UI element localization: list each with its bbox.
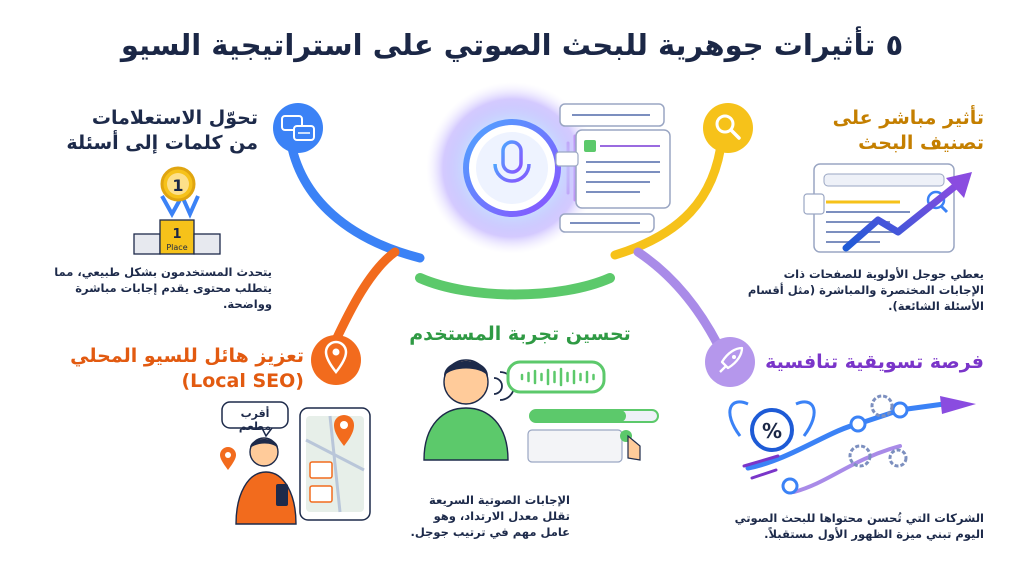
local-speech-bubble: أقرب مطعم	[238, 407, 272, 433]
ux-heading: تحسين تجربة المستخدم	[409, 323, 631, 345]
queries-body-line1: يتحدث المستخدمون بشكل طبيعي، مما	[54, 265, 272, 279]
search-result-cards	[555, 103, 671, 233]
green-connector	[415, 273, 615, 300]
yellow-connector	[610, 133, 727, 260]
ranking-body-line2: الإجابات المختصرة والمباشرة (مثل أقسام	[747, 283, 984, 297]
search-ranking-graphic	[803, 163, 972, 253]
medal-graphic	[160, 166, 200, 219]
user-experience-graphic	[423, 359, 659, 463]
queries-body-line3: وواضحة.	[223, 297, 272, 311]
queries-body-line2: يتطلب محتوى يقدم إجابات مباشرة	[75, 281, 272, 295]
svg-text:%: %	[762, 419, 782, 443]
voice-message-wave	[520, 367, 595, 387]
ux-body-line3: عامل مهم في ترتيب جوجل.	[410, 525, 570, 539]
ux-body-line1: الإجابات الصوتية السريعة	[429, 493, 570, 507]
local-heading-line2: (Local SEO)	[181, 370, 304, 392]
orange-connector	[330, 247, 400, 347]
chat-bubbles-icon	[273, 103, 323, 153]
competitive-heading: فرصة تسويقية تنافسية	[765, 351, 984, 373]
competitive-body-line2: اليوم تبني ميزة الظهور الأول مستقبلاً.	[764, 527, 984, 541]
map-pin-icon	[311, 335, 361, 385]
competitive-graphic: %	[728, 394, 976, 495]
local-seo-graphic	[220, 401, 371, 525]
page-title: ٥ تأثيرات جوهرية للبحث الصوتي على استرات…	[120, 28, 904, 62]
ranking-body-line3: الأسئلة الشائعة).	[888, 299, 984, 313]
ranking-heading-line2: تصنيف البحث	[858, 132, 984, 154]
competitive-body-line1: الشركات التي تُحسن محتواها للبحث الصوتي	[734, 511, 984, 525]
rocket-icon	[705, 337, 755, 387]
ranking-heading-line1: تأثير مباشر على	[832, 107, 984, 129]
queries-heading-line2: من كلمات إلى أسئلة	[66, 132, 258, 154]
podium-number: 1	[172, 227, 181, 242]
purple-connector	[633, 247, 723, 350]
podium-graphic	[133, 219, 221, 255]
ranking-body-line1: يعطي جوجل الأولوية للصفحات ذات	[783, 267, 984, 281]
magnifier-icon	[703, 103, 753, 153]
podium-place-label: Place	[166, 243, 187, 252]
medal-number: 1	[172, 176, 183, 195]
microphone-icon	[426, 82, 598, 254]
local-heading-line1: تعزيز هائل للسيو المحلي	[70, 345, 304, 367]
queries-heading-line1: تحوّل الاستعلامات	[91, 107, 258, 129]
ux-body-line2: تقلل معدل الارتداد، وهو	[433, 509, 570, 523]
